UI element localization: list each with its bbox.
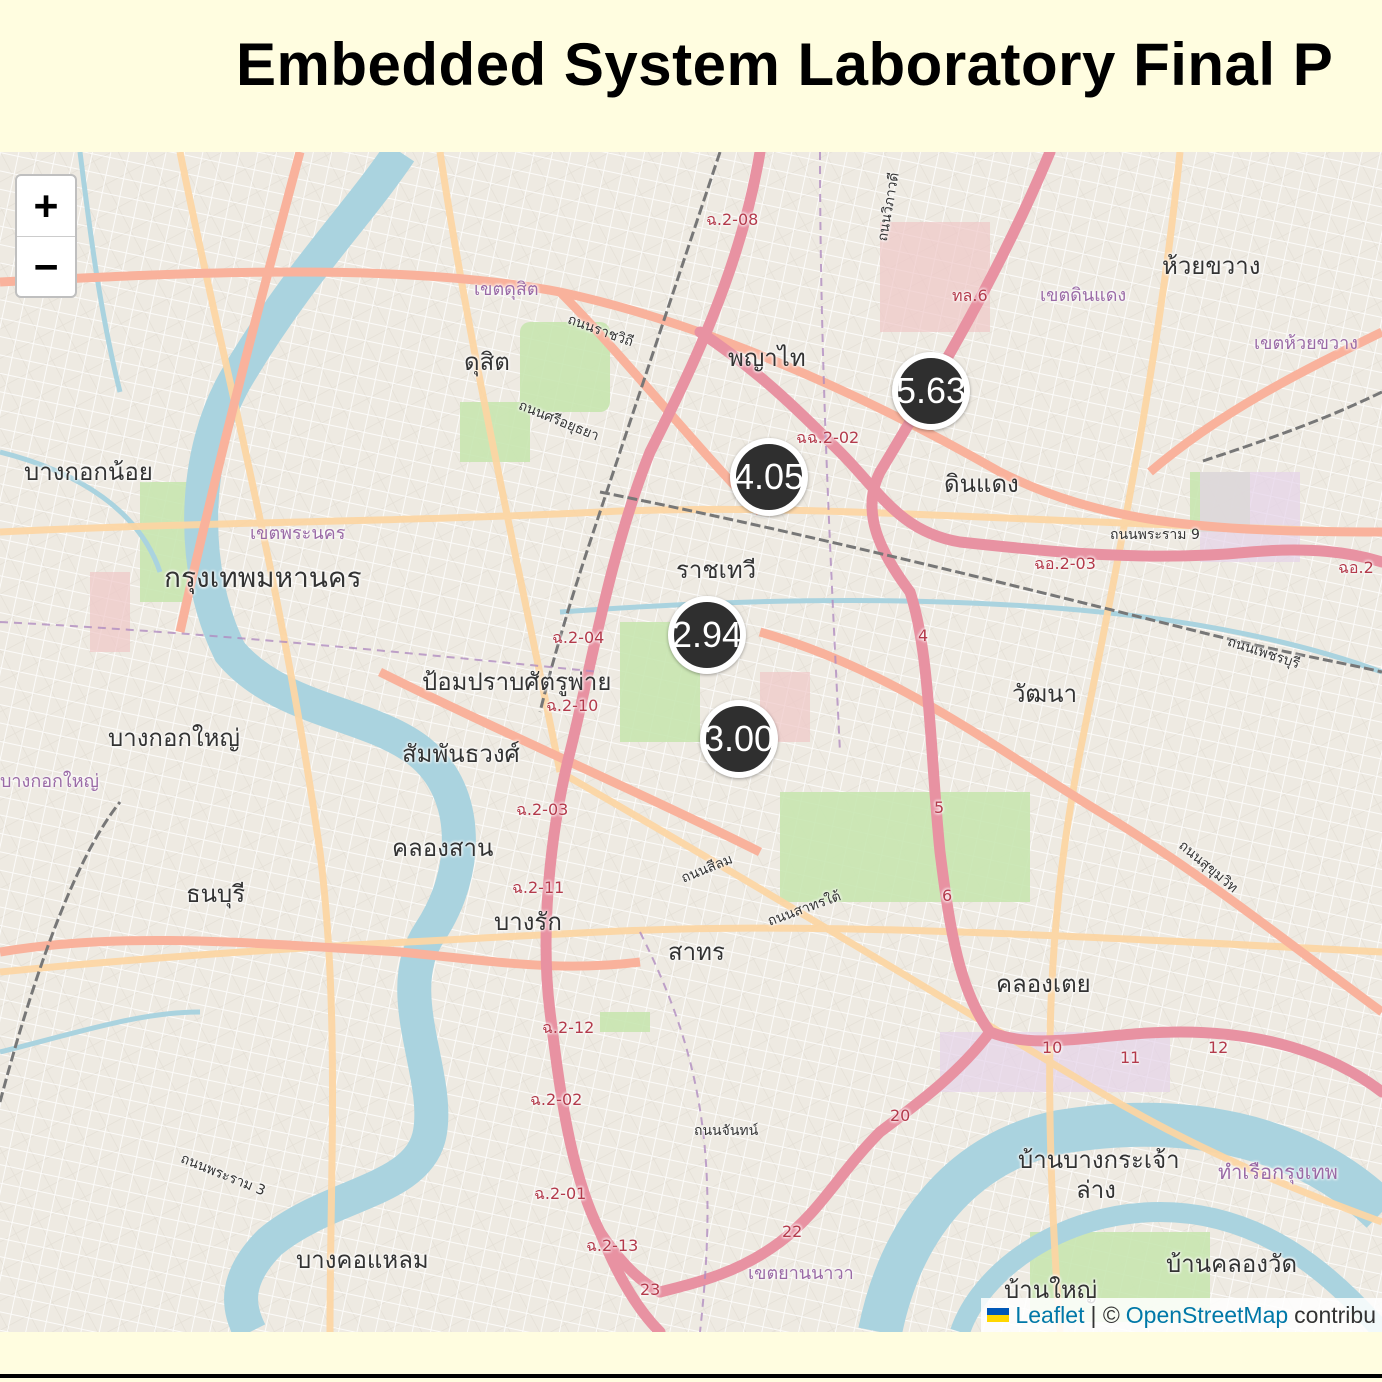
place-label: กรุงเทพมหานคร xyxy=(164,561,362,594)
place-label: สัมพันธวงศ์ xyxy=(402,740,520,768)
place-label: บางกอกน้อย xyxy=(24,458,153,486)
road-ref: ฉอ.2-03 xyxy=(1034,554,1096,573)
road-ref: 23 xyxy=(640,1280,661,1299)
place-label: ล่าง xyxy=(1076,1176,1116,1204)
place-label: คลองสาน xyxy=(392,834,494,862)
place-label: ดุสิต xyxy=(464,348,510,376)
road-ref: ฉ.2-02 xyxy=(530,1090,583,1109)
district-label: เขตยานนาวา xyxy=(748,1263,854,1284)
place-label: สาทร xyxy=(668,938,725,966)
district-label: เขตพระนคร xyxy=(250,523,346,544)
data-marker[interactable]: 3.00 xyxy=(700,700,778,778)
place-label: พญาไท xyxy=(728,344,806,372)
road-ref: ฉอ.2 xyxy=(1338,558,1374,577)
district-label: บางกอกใหญ่ xyxy=(0,771,99,792)
road-ref: 12 xyxy=(1208,1038,1229,1057)
street-label: ถนนพระราม 9 xyxy=(1110,527,1200,543)
road-ref: 5 xyxy=(934,798,945,817)
road-ref: ฉ.2-13 xyxy=(586,1236,639,1255)
place-label: บ้านบางกระเจ้า xyxy=(1018,1146,1180,1174)
district-label: เขตดุสิต xyxy=(474,279,539,300)
road-ref: ฉ.2-10 xyxy=(546,696,599,715)
road-ref: 4 xyxy=(918,626,929,645)
place-label: บ้านคลองวัด xyxy=(1166,1250,1298,1278)
street-label: ถนนจันทน์ xyxy=(694,1123,759,1139)
road-ref: 6 xyxy=(942,886,953,905)
attribution-separator: | © xyxy=(1090,1301,1120,1328)
map-attribution: Leaflet | © OpenStreetMap contribu xyxy=(981,1298,1382,1332)
road-ref: ฉฉ.2-02 xyxy=(796,428,860,447)
road-ref: ฉ.2-12 xyxy=(542,1018,595,1037)
map-container[interactable]: พญาไท ดุสิต ดินแดง ห้วยขวาง ราชเทวี บางก… xyxy=(0,152,1382,1332)
zoom-out-button[interactable]: − xyxy=(33,244,59,290)
place-label: ป้อมปราบศัตรูพ่าย xyxy=(422,668,612,696)
place-label: ธนบุรี xyxy=(186,880,246,908)
data-marker[interactable]: 4.05 xyxy=(730,438,808,516)
page-title: Embedded System Laboratory Final P xyxy=(236,31,1334,98)
place-label: บางรัก xyxy=(494,908,562,936)
place-label: ห้วยขวาง xyxy=(1162,252,1261,280)
road-ref: 22 xyxy=(782,1222,803,1241)
road-ref: ฉ.2-08 xyxy=(706,210,759,229)
place-label: ราชเทวี xyxy=(676,556,757,584)
road-ref: ฉ.2-03 xyxy=(516,800,569,819)
road-ref: ฉ.2-11 xyxy=(512,878,565,897)
place-label: บางคอแหลม xyxy=(296,1246,429,1274)
place-label: ทำเรือกรุงเทพ xyxy=(1218,1160,1338,1184)
road-ref: 11 xyxy=(1120,1048,1141,1067)
map-tiles[interactable] xyxy=(0,152,1382,1332)
openstreetmap-link[interactable]: OpenStreetMap xyxy=(1125,1301,1289,1328)
zoom-control: + − xyxy=(15,174,77,298)
district-label: เขตดินแดง xyxy=(1040,285,1127,306)
place-label: คลองเตย xyxy=(996,970,1091,998)
road-ref: ฉ.2-04 xyxy=(552,628,605,647)
bottom-divider xyxy=(0,1374,1382,1378)
road-ref: ฉ.2-01 xyxy=(534,1184,587,1203)
road-ref: 20 xyxy=(890,1106,911,1125)
attribution-suffix: contribu xyxy=(1294,1301,1376,1328)
road-ref: ทล.6 xyxy=(952,286,988,305)
place-label: ดินแดง xyxy=(944,470,1019,498)
district-label: เขตห้วยขวาง xyxy=(1254,333,1358,354)
leaflet-link[interactable]: Leaflet xyxy=(1015,1301,1085,1328)
data-marker[interactable]: 2.94 xyxy=(668,596,746,674)
place-label: วัฒนา xyxy=(1012,680,1078,708)
ukraine-flag-icon xyxy=(987,1308,1010,1322)
zoom-in-button[interactable]: + xyxy=(17,176,75,237)
data-marker[interactable]: 5.63 xyxy=(892,352,970,430)
place-label: บางกอกใหญ่ xyxy=(108,724,240,752)
road-ref: 10 xyxy=(1042,1038,1063,1057)
